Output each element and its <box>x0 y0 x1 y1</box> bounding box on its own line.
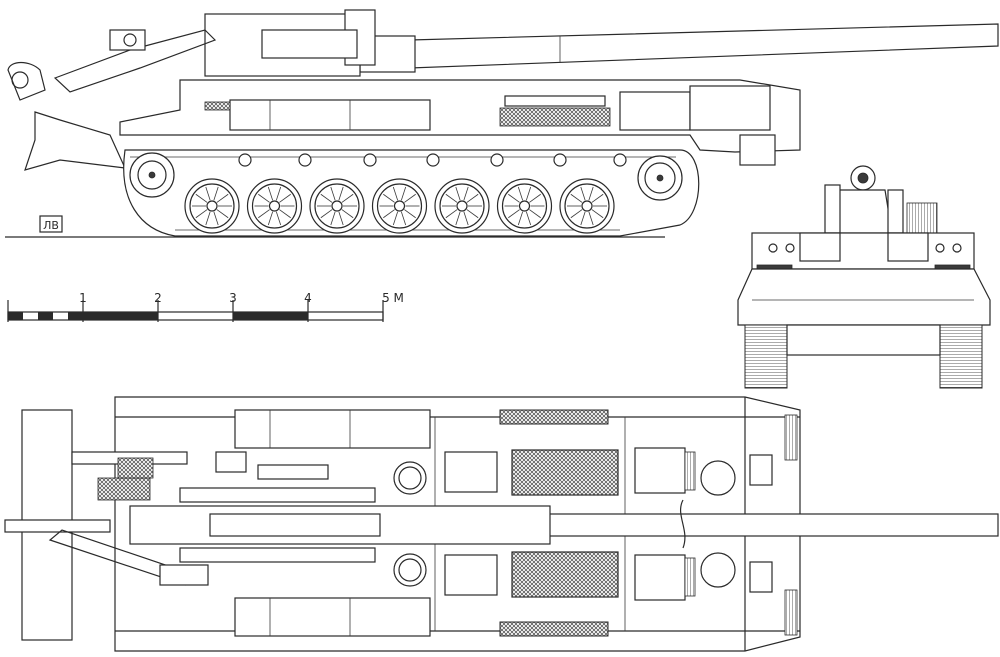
road-wheel <box>371 178 428 234</box>
return-roller <box>613 153 627 167</box>
scale-label: 3 <box>229 291 237 305</box>
side-spade <box>7 29 217 171</box>
side-road-wheels <box>184 178 615 234</box>
road-wheel <box>496 178 553 234</box>
front-left-track <box>744 324 788 389</box>
scale-label: 1 <box>79 291 87 305</box>
scale-subsegment <box>8 312 23 320</box>
scale-segment <box>83 312 158 320</box>
return-roller <box>363 153 377 167</box>
return-roller <box>298 153 312 167</box>
road-wheel <box>184 178 240 234</box>
top-barrel <box>539 513 999 537</box>
front-right-track <box>939 324 983 389</box>
scale-label: 2 <box>154 291 162 305</box>
scale-bar: 1 2 3 4 5 M <box>7 291 404 322</box>
scale-subsegment <box>68 312 83 320</box>
road-wheel <box>246 178 303 234</box>
monogram-box <box>39 215 63 233</box>
scale-segment <box>233 312 308 320</box>
return-roller <box>553 153 567 167</box>
scale-label: 5 M <box>382 291 404 305</box>
engine-grille-left <box>511 449 619 496</box>
side-view: ЛВ <box>5 9 999 238</box>
side-idler <box>129 152 175 198</box>
road-wheel <box>309 178 365 234</box>
side-return-rollers <box>238 153 627 167</box>
road-wheel <box>559 178 615 234</box>
side-sprocket <box>637 155 683 201</box>
scale-label: 4 <box>304 291 312 305</box>
engine-grille-right <box>511 551 619 598</box>
top-view <box>4 396 999 652</box>
return-roller <box>238 153 252 167</box>
return-roller <box>490 153 504 167</box>
side-barrel <box>204 9 999 77</box>
road-wheel <box>434 178 490 234</box>
return-roller <box>426 153 440 167</box>
front-view <box>737 165 991 389</box>
monogram: ЛВ <box>43 219 59 232</box>
scale-subsegment <box>38 312 53 320</box>
side-hull <box>119 79 801 166</box>
